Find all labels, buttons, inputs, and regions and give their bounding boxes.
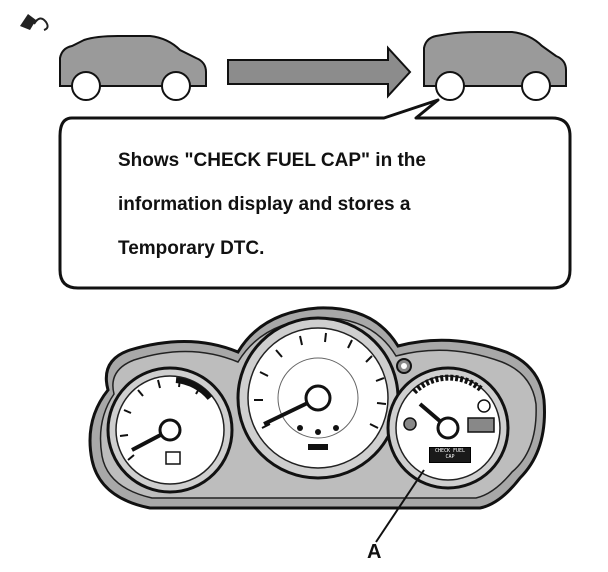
progress-arrow-icon xyxy=(227,45,412,99)
car-right-icon xyxy=(423,31,567,101)
tachometer-gauge xyxy=(106,366,234,494)
information-display: CHECK FUEL CAP xyxy=(429,447,471,463)
callout-line-1: Shows "CHECK FUEL CAP" in the xyxy=(118,150,426,171)
callout-line-3: Temporary DTC. xyxy=(118,238,265,259)
callout-label-a: A xyxy=(367,541,382,563)
callout-line-2: information display and stores a xyxy=(118,194,411,215)
fuel-gauge xyxy=(386,366,510,490)
indicator-light-icon xyxy=(396,358,412,374)
car-left-icon xyxy=(59,35,207,101)
leader-line-a xyxy=(375,469,425,543)
fuel-cap-icon xyxy=(20,14,49,31)
information-display-text: CHECK FUEL CAP xyxy=(434,448,466,460)
callout-bubble xyxy=(58,98,572,290)
speedometer-gauge xyxy=(236,316,400,480)
